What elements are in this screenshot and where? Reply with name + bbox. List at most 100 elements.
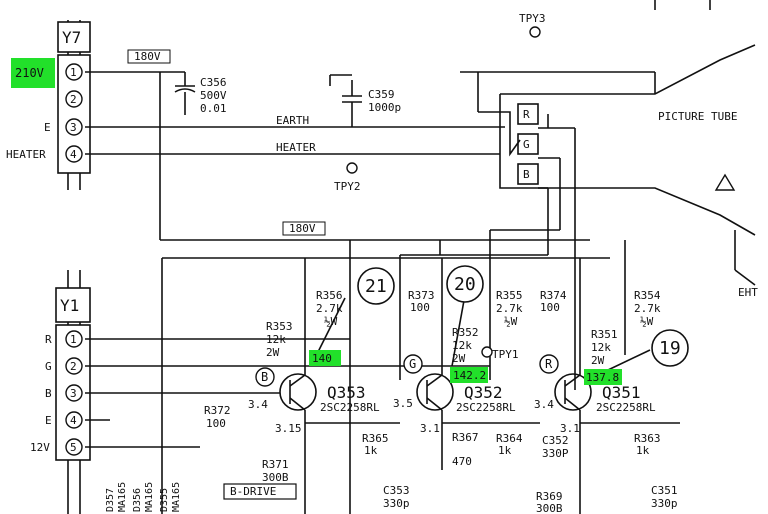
q353-name: Q353 — [327, 383, 366, 402]
r367-ref: R367 — [452, 431, 479, 444]
warning-triangle-icon — [714, 173, 736, 191]
c351-ref: C351 — [651, 484, 678, 497]
r365-value: 1k — [364, 444, 378, 457]
r374-ref: R374 — [540, 289, 567, 302]
r352-ref: R352 — [452, 326, 479, 339]
tpy3-label: TPY3 — [519, 12, 546, 25]
q353-type: 2SC2258RL — [320, 401, 380, 414]
q353-vb: 3.4 — [248, 398, 268, 411]
y7-pin-num: 3 — [70, 121, 77, 134]
r364-ref: R364 — [496, 432, 523, 445]
y1-pin-num: 5 — [70, 441, 77, 454]
y1-pin-4 — [65, 411, 83, 429]
b-drive-label: B-DRIVE — [230, 485, 276, 498]
r355-power: ½W — [504, 315, 518, 328]
channel-r-marker: R — [545, 357, 553, 371]
r365-ref: R365 — [362, 432, 389, 445]
r351-ref: R351 — [591, 328, 618, 341]
q352-ve: 3.1 — [420, 422, 440, 435]
c356-voltage: 500V — [200, 89, 227, 102]
r353-value: 12k — [266, 333, 286, 346]
q352-type: 2SC2258RL — [456, 401, 516, 414]
diode-d355-type: MA165 — [171, 482, 182, 512]
y1-label: Y1 — [60, 296, 79, 315]
diode-d356-type: MA165 — [144, 482, 155, 512]
r355-value: 2.7k — [496, 302, 523, 315]
r373-ref: R373 — [408, 289, 435, 302]
callout-20: 20 — [454, 274, 476, 295]
q351-ve: 3.1 — [560, 422, 580, 435]
y1-pin-5 — [65, 438, 83, 456]
y7-pin-1 — [65, 63, 83, 81]
y7-pin-2 — [65, 90, 83, 108]
y1-pin-2 — [65, 357, 83, 375]
diode-d357-ref: D357 — [105, 488, 116, 512]
r355-ref: R355 — [496, 289, 523, 302]
cathode-g: G — [523, 138, 530, 151]
y7-pin-3 — [65, 118, 83, 136]
cathode-b: B — [523, 168, 530, 181]
y7-pin-4 — [65, 145, 83, 163]
y1-pin-num: 4 — [70, 414, 77, 427]
c351-value: 330p — [651, 497, 678, 510]
y1-pin-signal: G — [45, 360, 52, 373]
highlight-q352-vc — [450, 367, 488, 383]
y1-pin-num: 1 — [70, 333, 77, 346]
q353-ve: 3.15 — [275, 422, 302, 435]
highlight-210v — [11, 58, 55, 88]
diode-d357-type: MA165 — [117, 482, 128, 512]
y1-pin-signal: B — [45, 387, 52, 400]
testpoint-tpy1 — [481, 346, 493, 358]
r363-value: 1k — [636, 444, 650, 457]
heater-label: HEATER — [276, 141, 316, 154]
r354-power: ½W — [640, 315, 654, 328]
y1-pin-3 — [65, 384, 83, 402]
rail-180v-top: 180V — [134, 50, 161, 63]
r369-ref: R369 — [536, 490, 563, 503]
q351-vc: 137.8 — [586, 371, 619, 384]
r351-power: 2W — [591, 354, 605, 367]
r351-value: 12k — [591, 341, 611, 354]
r372-value: 100 — [206, 417, 226, 430]
y1-pin-signal: E — [45, 414, 52, 427]
r356-power: ½W — [324, 315, 338, 328]
diode-d356-ref: D356 — [132, 488, 143, 512]
r356-value: 2.7k — [316, 302, 343, 315]
tpy2-label: TPY2 — [334, 180, 361, 193]
c353-value: 330p — [383, 497, 410, 510]
callout-19: 19 — [659, 338, 681, 359]
q352-vc: 142.2 — [453, 369, 486, 382]
r352-value: 12k — [452, 339, 472, 352]
r364-value: 1k — [498, 444, 512, 457]
r353-ref: R353 — [266, 320, 293, 333]
c352-value: 330P — [542, 447, 569, 460]
c356-value: 0.01 — [200, 102, 227, 115]
c356-ref: C356 — [200, 76, 227, 89]
r372-ref: R372 — [204, 404, 231, 417]
testpoint-tpy2 — [346, 162, 358, 174]
r363-ref: R363 — [634, 432, 661, 445]
r373-value: 100 — [410, 301, 430, 314]
y7-pin-num: 1 — [70, 66, 77, 79]
r374-value: 100 — [540, 301, 560, 314]
r367-value: 470 — [452, 455, 472, 468]
eht-label: EHT — [738, 286, 758, 299]
highlight-q351-vc — [584, 369, 622, 385]
y7-pin-signal: E — [44, 121, 51, 134]
q351-type: 2SC2258RL — [596, 401, 656, 414]
highlight-q353-vc — [309, 350, 341, 366]
r371-ref: R371 — [262, 458, 289, 471]
channel-b-marker: B — [261, 370, 268, 384]
cathode-r: R — [523, 108, 530, 121]
callout-21: 21 — [365, 276, 387, 297]
y1-pin-signal: R — [45, 333, 52, 346]
y7-pin-num: 2 — [70, 93, 77, 106]
r354-value: 2.7k — [634, 302, 661, 315]
tpy1-label: TPY1 — [492, 348, 519, 361]
q351-name: Q351 — [602, 383, 641, 402]
channel-g-marker: G — [409, 357, 416, 371]
r353-power: 2W — [266, 346, 280, 359]
y7-pin-num: 4 — [70, 148, 77, 161]
